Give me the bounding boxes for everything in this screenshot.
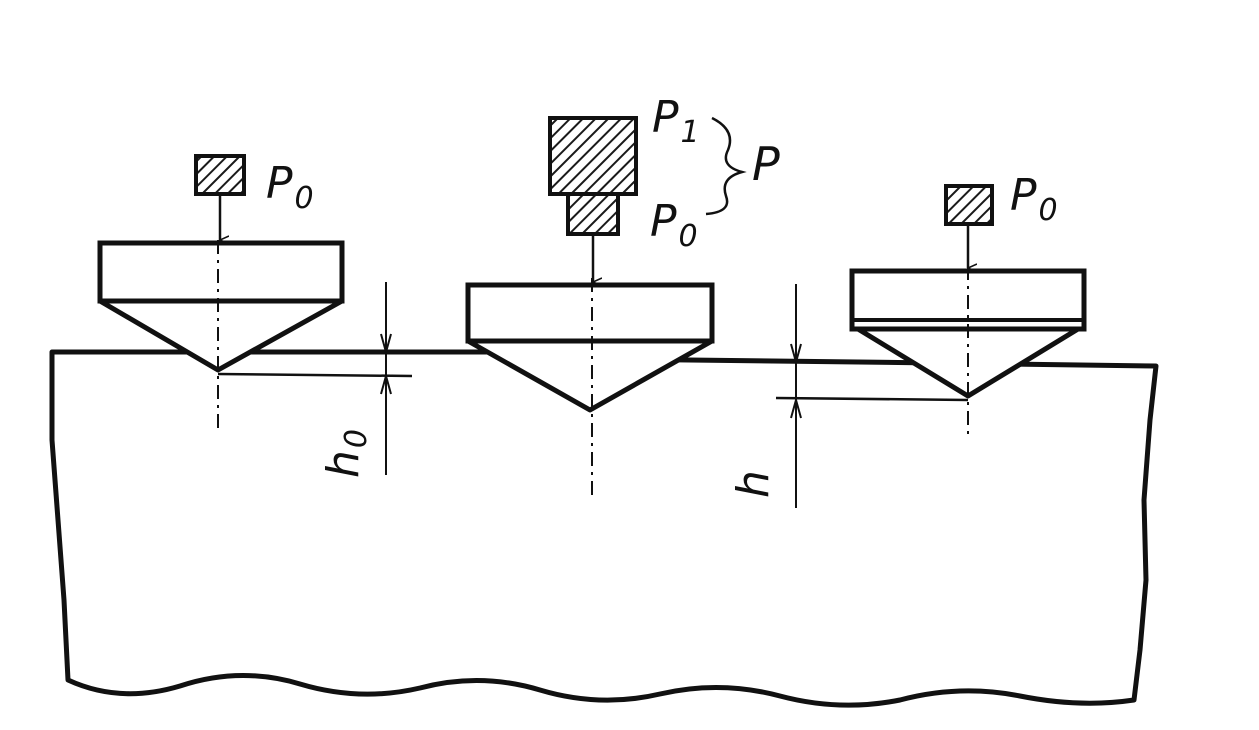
h0-arrow-top bbox=[380, 333, 392, 356]
label-p0-right: P0 bbox=[1010, 170, 1058, 228]
label-h: h bbox=[728, 470, 779, 498]
h-extension-line bbox=[775, 396, 969, 402]
h-arrow-bottom bbox=[790, 396, 802, 419]
indenter-middle-cone bbox=[465, 338, 715, 413]
weight-middle-p0 bbox=[566, 192, 620, 236]
indenter-left bbox=[97, 240, 345, 430]
label-p0-middle: P0 bbox=[650, 196, 698, 254]
label-p0-left: P0 bbox=[266, 158, 314, 216]
h0-arrow-bottom bbox=[380, 372, 392, 395]
indenter-left-cone bbox=[97, 298, 345, 373]
label-h0: h0 bbox=[318, 429, 374, 478]
label-p-total: P bbox=[752, 137, 780, 191]
weight-right-p0 bbox=[944, 184, 994, 226]
weight-left-p0 bbox=[194, 154, 246, 196]
indenter-middle-body bbox=[465, 282, 715, 344]
indenter-left-body bbox=[97, 240, 345, 304]
weight-middle-p1 bbox=[548, 116, 638, 196]
specimen-outline bbox=[49, 349, 1159, 708]
load-brace bbox=[705, 116, 747, 216]
indenter-right bbox=[849, 266, 1087, 440]
label-p1: P1 bbox=[652, 92, 700, 150]
h0-extension-line bbox=[217, 372, 413, 378]
h-arrow-top bbox=[790, 343, 802, 366]
indenter-middle bbox=[465, 278, 715, 498]
